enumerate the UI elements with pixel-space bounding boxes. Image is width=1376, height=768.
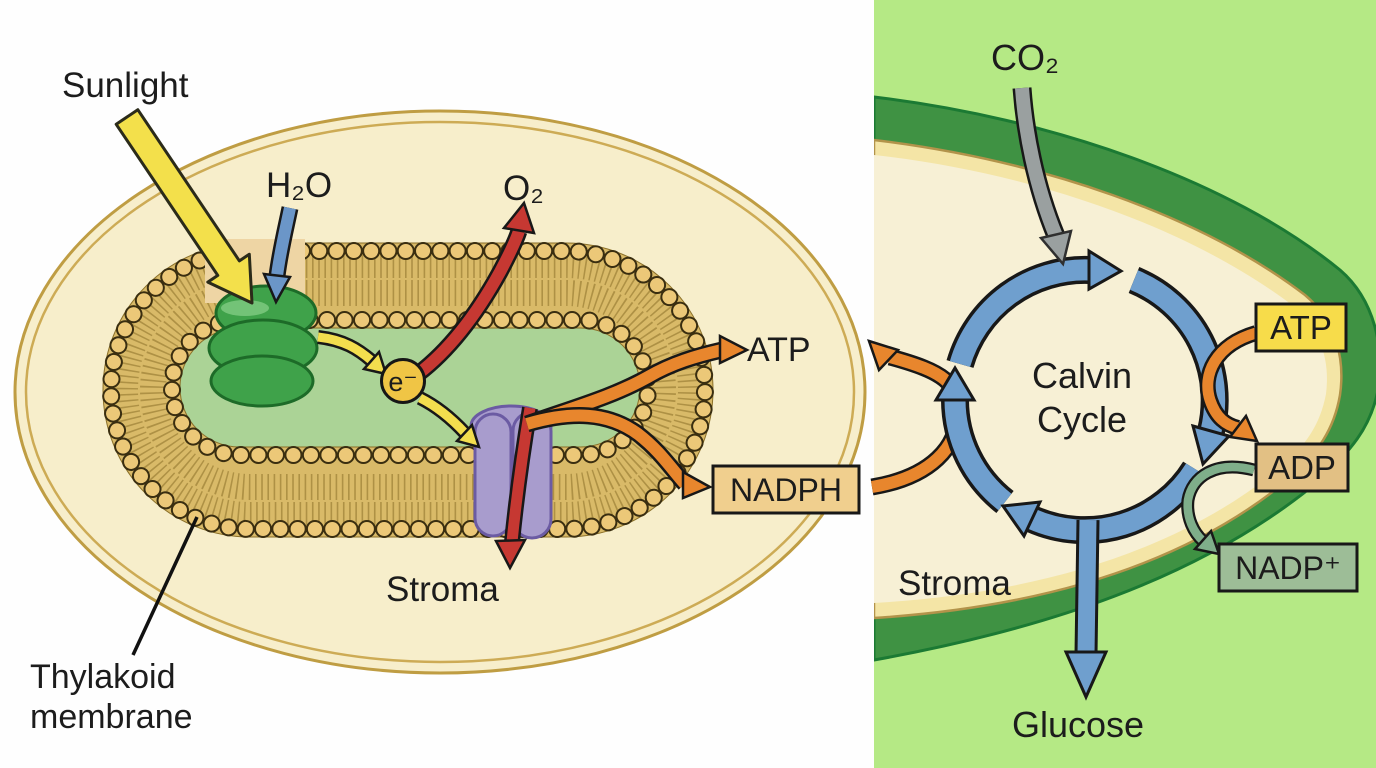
atp-box-label: ATP xyxy=(1270,309,1332,346)
nadp-box-label: NADP⁺ xyxy=(1235,550,1341,586)
calvin-cycle-arrows xyxy=(933,248,1232,545)
atp-to-adp-arrow xyxy=(1199,325,1260,443)
thylakoid-membrane-label-line1: Thylakoid xyxy=(30,658,176,696)
electron-transfer-arrow-1 xyxy=(317,330,388,376)
cycle-arrowhead-left xyxy=(933,365,977,402)
nadph-output-arrow xyxy=(524,407,713,500)
photosystem-ii-complex xyxy=(207,284,319,408)
stroma-left-label: Stroma xyxy=(386,570,499,609)
water-label: H₂O xyxy=(266,166,332,205)
glucose-label: Glucose xyxy=(1012,704,1144,745)
nadp-box: NADP⁺ xyxy=(1217,542,1359,593)
atp-box: ATP xyxy=(1254,302,1348,353)
calvin-cycle-label-line1: Calvin xyxy=(1032,355,1132,396)
inner-bead-row xyxy=(165,313,655,462)
stroma-right-label: Stroma xyxy=(898,564,1011,603)
electron-label: e⁻ xyxy=(388,367,417,397)
co2-arrow xyxy=(1012,87,1073,267)
cycle-arrowhead-bottom xyxy=(1000,500,1043,539)
co2-label: CO₂ xyxy=(991,37,1059,78)
adp-to-nadp-arrow xyxy=(1181,460,1256,556)
cycle-arrowhead-top xyxy=(1087,248,1124,292)
thylakoid-pointer-line xyxy=(131,516,199,656)
adp-box: ADP xyxy=(1254,442,1350,493)
thylakoid-membrane-label-line2: membrane xyxy=(30,698,193,736)
oxygen-label: O₂ xyxy=(503,169,544,208)
sunlight-arrow xyxy=(114,108,254,305)
lipid-tails-inner-row xyxy=(140,280,676,500)
electron-circle xyxy=(380,358,426,404)
atp-output-label: ATP xyxy=(747,331,811,369)
glucose-arrow xyxy=(1063,519,1109,701)
calvin-cycle-label-line2: Cycle xyxy=(1037,399,1127,440)
left-chloroplast-inner-line xyxy=(24,120,856,664)
adp-box-label: ADP xyxy=(1268,449,1336,486)
electron-transfer-arrow-2 xyxy=(416,391,481,449)
cycle-arrowhead-right xyxy=(1190,423,1232,468)
nadph-label: NADPH xyxy=(730,472,842,508)
sunlight-label: Sunlight xyxy=(62,66,189,105)
electron-carrier: e⁻ xyxy=(380,358,426,404)
water-arrow xyxy=(262,206,299,305)
outer-bead-row xyxy=(104,244,712,536)
photosystem-highlight xyxy=(221,300,269,316)
nadph-box: NADPH xyxy=(711,464,861,515)
oxygen-arrow xyxy=(412,200,536,381)
